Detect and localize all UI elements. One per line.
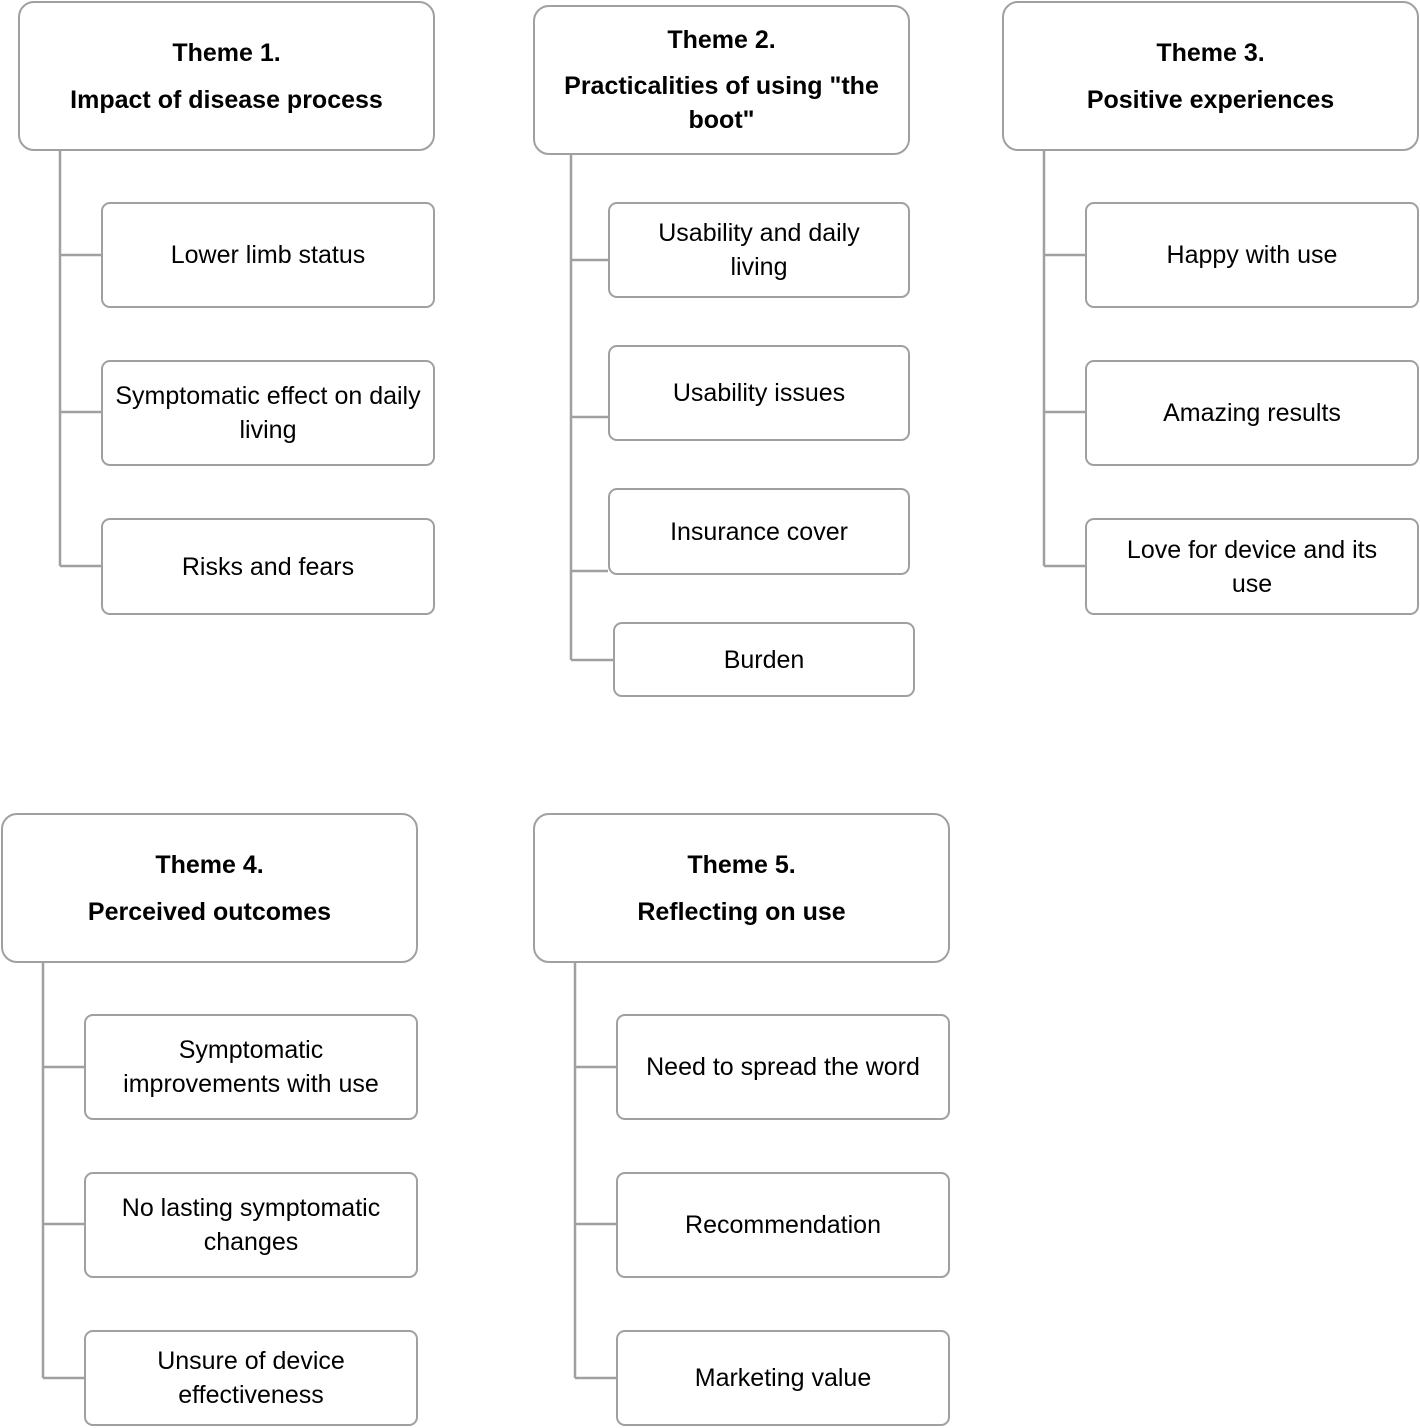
theme-3-subtheme-3: Love for device and its use [1085,518,1419,615]
theme-4-subtheme-1: Symptomatic improvements with use [84,1014,418,1120]
theme-1-connector [58,150,101,568]
theme-4-subtheme-2: No lasting symptomatic changes [84,1172,418,1278]
theme-1-header: Theme 1. Impact of disease process [18,1,435,151]
theme-4-subtheme-3: Unsure of device effectiveness [84,1330,418,1426]
theme-4-title: Perceived outcomes [87,897,332,926]
theme-2-subtheme-1: Usability and daily living [608,202,910,298]
theme-4-number: Theme 4. [155,850,264,879]
theme-4-header: Theme 4. Perceived outcomes [1,813,418,963]
theme-3-header: Theme 3. Positive experiences [1002,1,1419,151]
theme-1-subtheme-1: Lower limb status [101,202,435,308]
theme-4-connector [41,962,84,1380]
theme-5-subtheme-3: Marketing value [616,1330,950,1426]
theme-5-title: Reflecting on use [637,897,846,926]
theme-3-title: Positive experiences [1086,85,1335,114]
theme-2-subtheme-4: Burden [613,622,915,697]
theme-2-title: Practicalities of using "the boot" [564,72,879,134]
theme-5-subtheme-2: Recommendation [616,1172,950,1278]
theme-1-subtheme-3: Risks and fears [101,518,435,615]
theme-3-connector [1042,150,1085,568]
theme-2-number: Theme 2. [667,26,776,54]
theme-3-number: Theme 3. [1156,38,1265,67]
theme-2-header: Theme 2. Practicalities of using "the bo… [533,5,910,155]
theme-5-number: Theme 5. [687,850,796,879]
theme-2-subtheme-2: Usability issues [608,345,910,441]
theme-1-subtheme-2: Symptomatic effect on daily living [101,360,435,466]
theme-3-subtheme-1: Happy with use [1085,202,1419,308]
theme-2-connector [569,154,613,662]
theme-3-subtheme-2: Amazing results [1085,360,1419,466]
theme-5-header: Theme 5. Reflecting on use [533,813,950,963]
theme-5-connector [573,962,616,1380]
theme-2-subtheme-3: Insurance cover [608,488,910,575]
theme-1-title: Impact of disease process [70,85,383,114]
theme-5-subtheme-1: Need to spread the word [616,1014,950,1120]
theme-1-number: Theme 1. [172,38,281,67]
